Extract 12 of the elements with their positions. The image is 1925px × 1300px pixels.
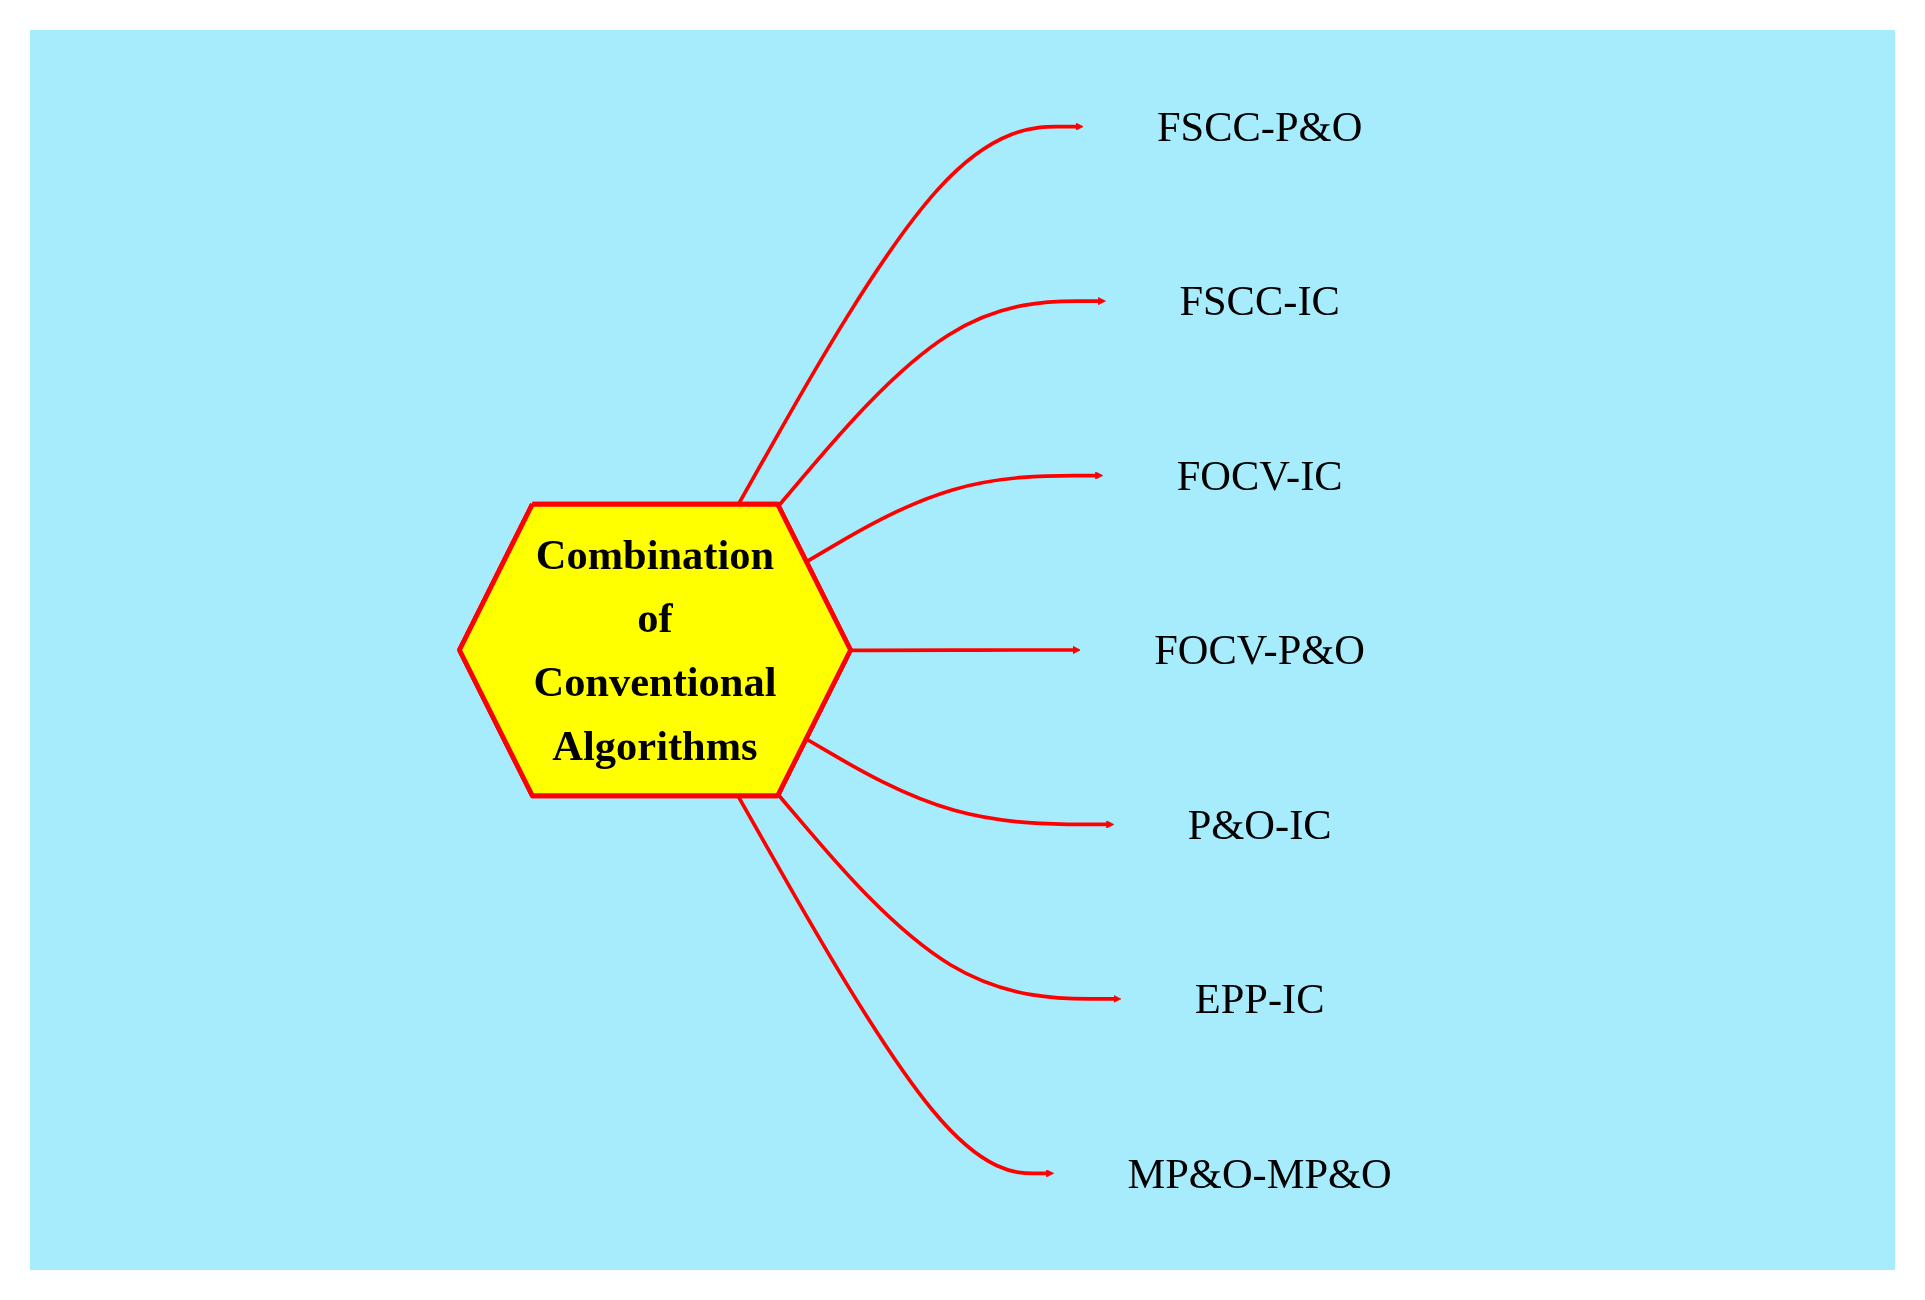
arrow <box>805 737 1115 829</box>
node-text: FSCC-IC <box>1179 277 1340 325</box>
node-text: EPP-IC <box>1194 975 1325 1023</box>
node-text: MP&O-MP&O <box>1127 1149 1392 1197</box>
node-text: FSCC-P&O <box>1156 103 1363 151</box>
node-text: FOCV-IC <box>1176 452 1343 500</box>
hexagon-node: Combination of Conventional Algorithms <box>457 501 853 799</box>
arrow <box>777 297 1106 507</box>
node-text: P&O-IC <box>1187 800 1332 848</box>
arrow <box>851 645 1081 655</box>
arrow <box>777 794 1122 1003</box>
node-text: FOCV-P&O <box>1154 626 1366 674</box>
